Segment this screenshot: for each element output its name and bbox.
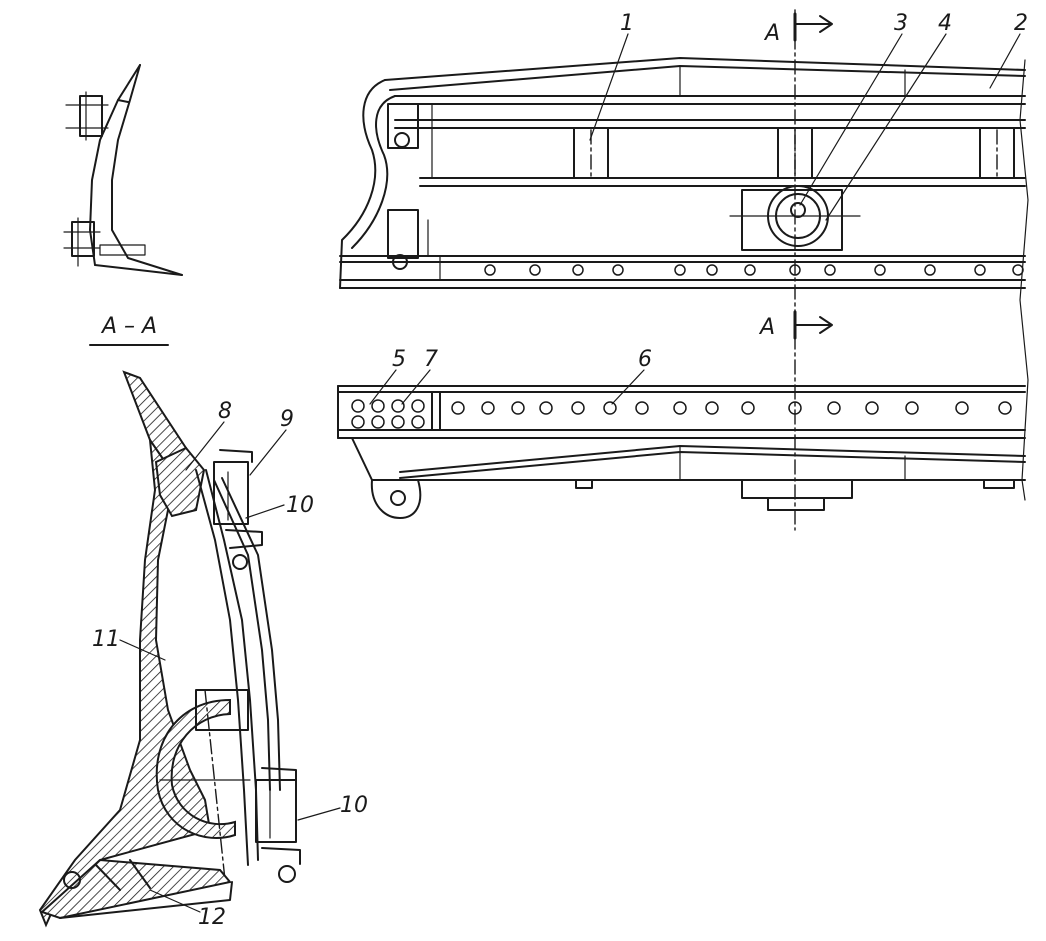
callout-3: 3 [799,11,908,206]
callout-12: 12 [149,889,226,930]
callout-label: 5 [392,347,406,372]
callout-label: 4 [938,11,952,36]
callout-label: 8 [218,399,232,424]
callout-label: 6 [638,347,652,372]
section-title: A – A [89,314,169,346]
knife-bolt-grid [351,399,425,429]
tube-section [155,698,236,839]
section-title-text: A – A [100,314,157,339]
callout-11: 11 [92,627,166,661]
callout-label: 10 [340,793,368,818]
break-line [1019,59,1029,501]
cross-section-view [38,370,301,928]
section-mark-top: A [763,21,780,46]
callout-label: 11 [92,627,120,652]
strut [979,127,1015,179]
callout-1: 1 [589,11,634,141]
front-view-lower [337,385,1026,519]
callout-10-bottom: 10 [297,793,368,821]
callout-5: 5 [369,347,406,405]
upper-bolt-holes [484,264,1024,276]
callout-label: 10 [286,493,314,518]
callout-9: 9 [249,407,294,476]
callouts: 1 2 3 4 5 6 7 8 [92,11,1028,930]
callout-label: 3 [894,11,908,36]
callout-label: 9 [280,407,294,432]
callout-label: 12 [198,905,226,930]
callout-4: 4 [825,11,952,221]
knife-section [40,858,232,920]
callout-2: 2 [989,11,1028,89]
section-line: A A [758,9,833,531]
callout-10-top: 10 [245,493,314,519]
callout-6: 6 [611,347,652,405]
callout-label: 2 [1014,11,1028,36]
bracket-top [213,449,263,570]
callout-label: 1 [620,11,634,36]
bracket-bottom [255,767,301,883]
side-profile-sketch [63,64,183,276]
knife-bolt-holes [451,401,1012,415]
callout-label: 7 [424,347,438,372]
section-mark-bottom: A [758,315,775,340]
callout-7: 7 [401,347,438,405]
front-view-upper [339,57,1026,289]
callout-8: 8 [185,399,232,471]
